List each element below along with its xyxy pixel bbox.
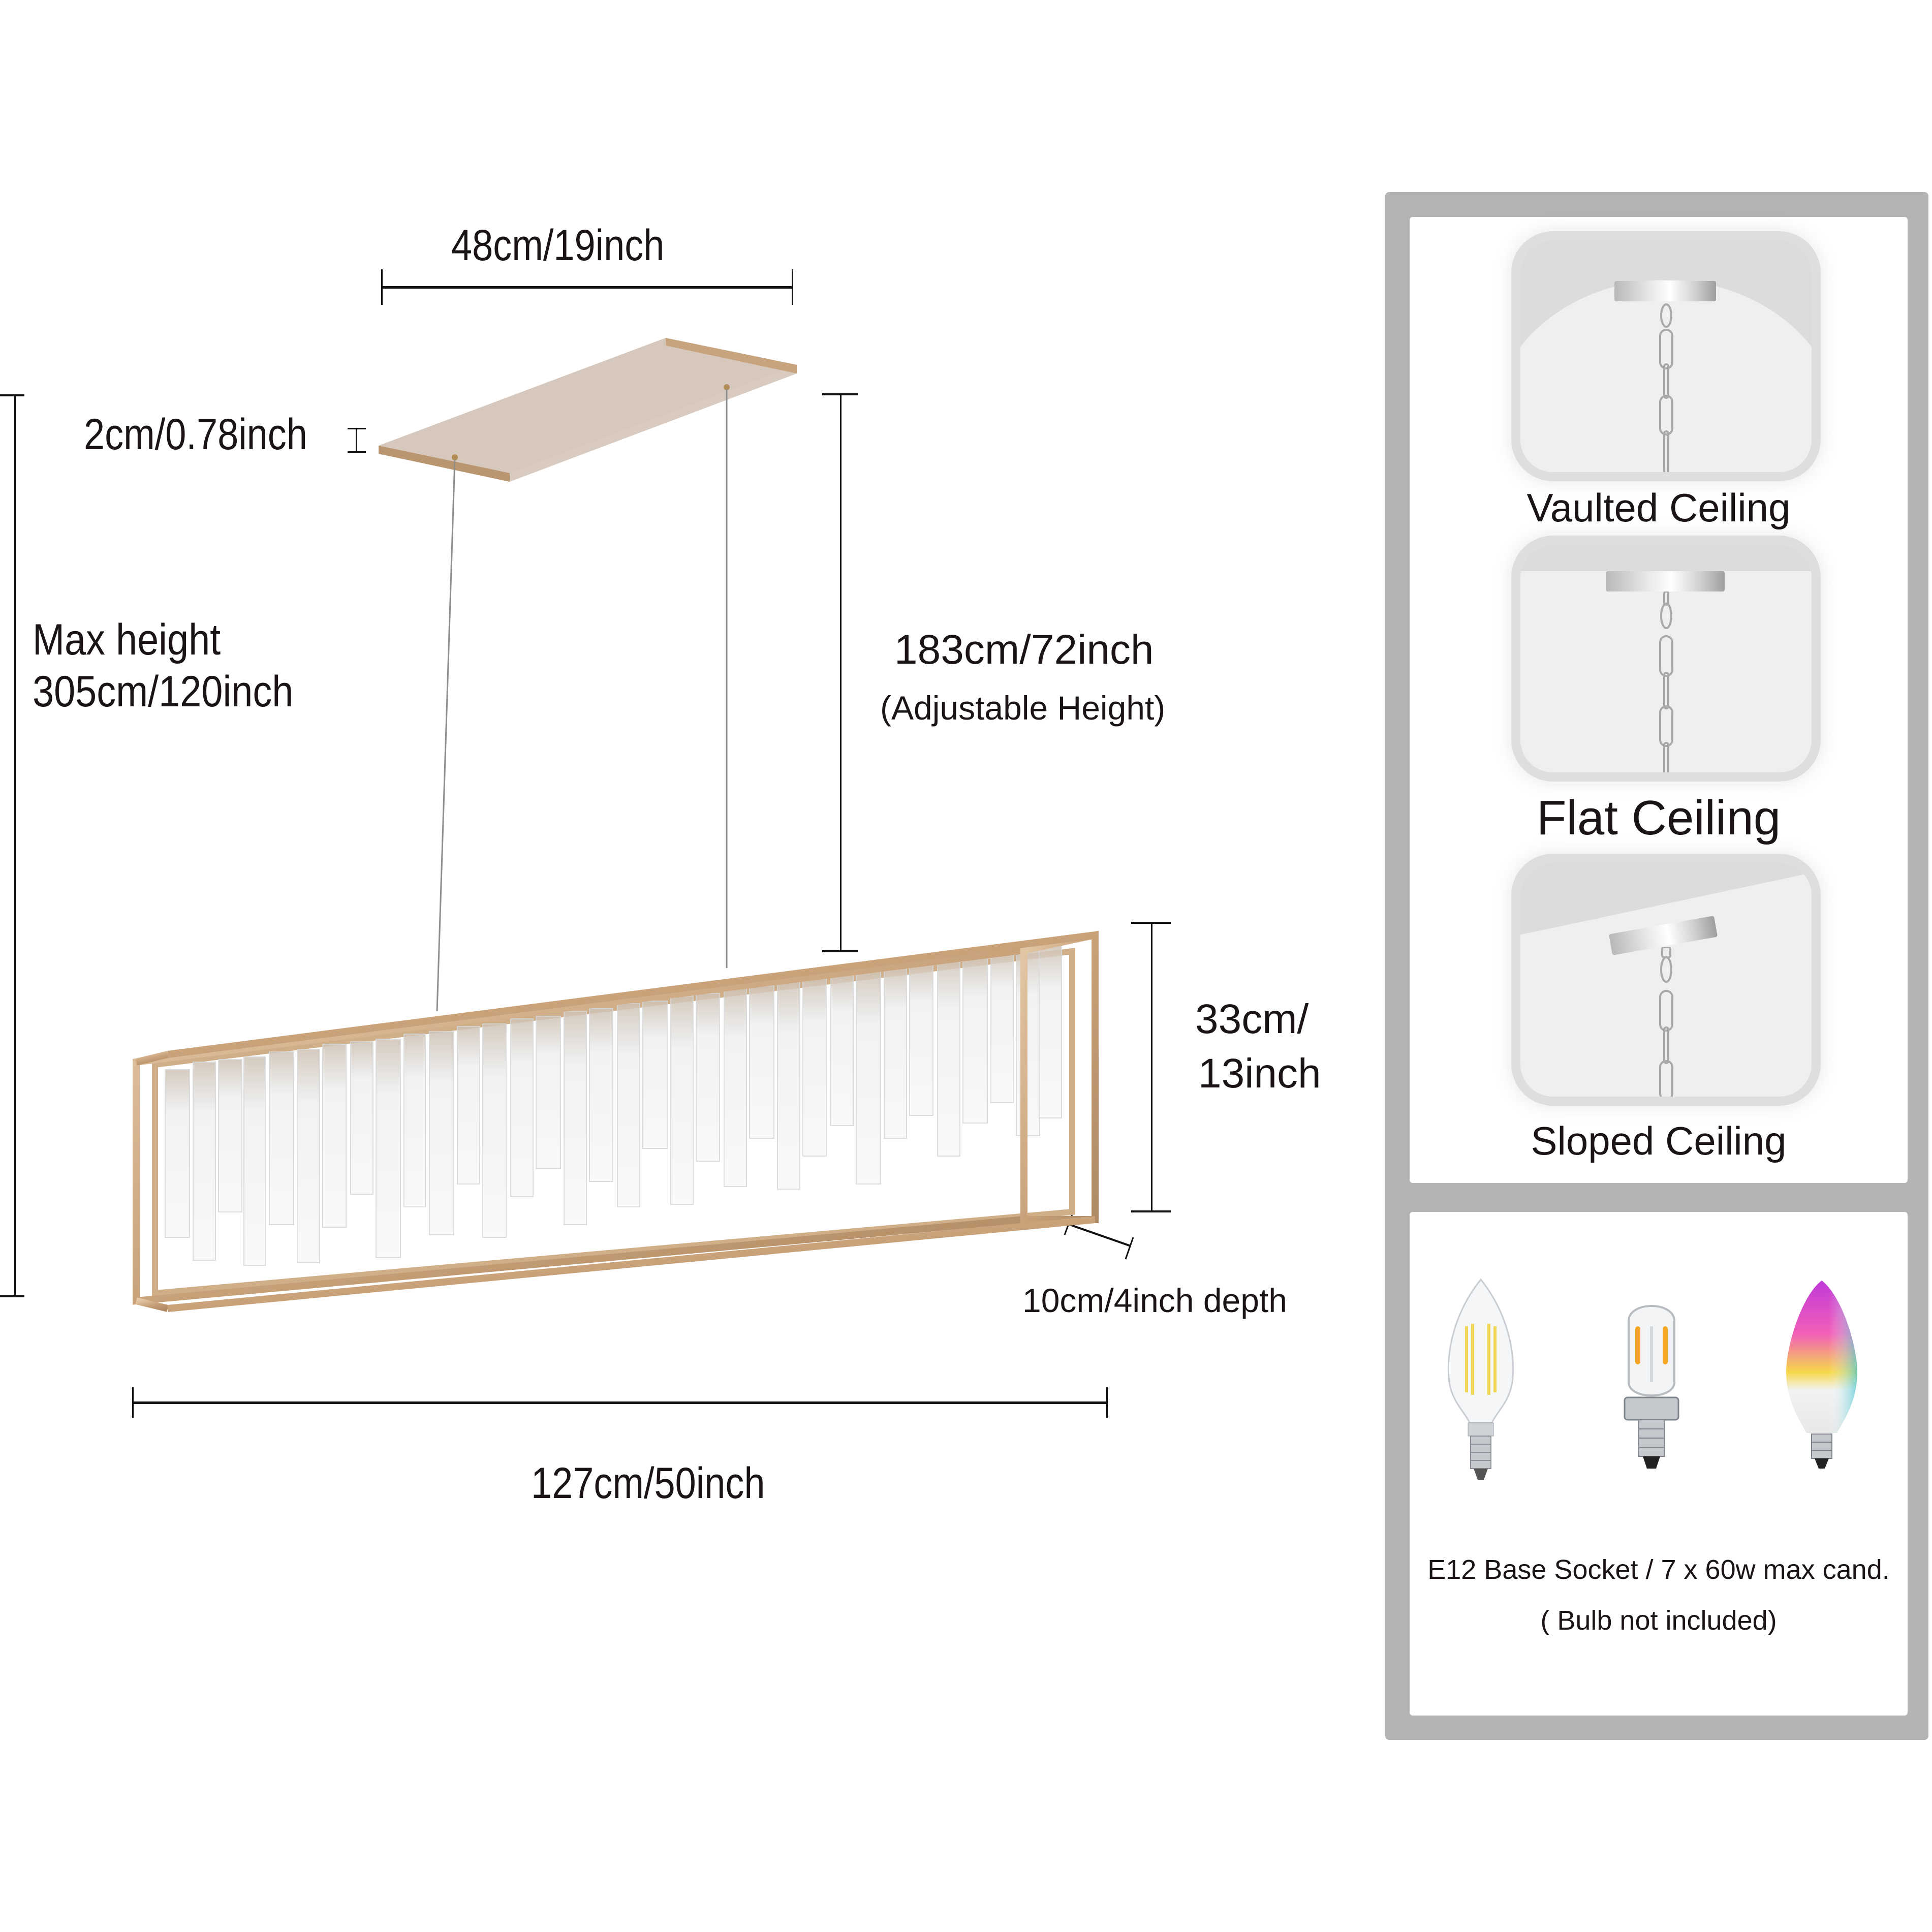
vaulted-ceiling-chain-icon [1520, 240, 1812, 472]
depth-label: 10cm/4inch depth [1022, 1282, 1288, 1319]
tubular-filament-bulb-icon [1624, 1305, 1679, 1469]
vaulted-ceiling-label: Vaulted Ceiling [1526, 485, 1791, 530]
candelabra-filament-bulb-icon [1447, 1278, 1514, 1480]
fixture-length-label: 127cm/50inch [531, 1459, 765, 1508]
sloped-ceiling-chain-icon [1520, 863, 1812, 1097]
chandelier-illustration [133, 338, 1099, 1312]
bulb-not-included-note: ( Bulb not included) [1540, 1605, 1777, 1636]
glass-crystal-strips [165, 945, 1062, 1266]
bulb-spec-text: E12 Base Socket / 7 x 60w max cand. [1427, 1554, 1890, 1585]
rgb-smart-candle-bulb-icon [1786, 1281, 1857, 1469]
max-height-label-line2: 305cm/120inch [33, 667, 294, 716]
product-diagram: 48cm/19inch 2cm/0.78inch Max height 305c… [0, 221, 1321, 1508]
gold-frame [133, 930, 1099, 1312]
max-height-label-line1: Max height [33, 615, 221, 664]
sloped-ceiling-label: Sloped Ceiling [1531, 1118, 1787, 1163]
fixture-height-label-line1: 33cm/ [1195, 996, 1309, 1042]
ceiling-canopy [379, 338, 797, 482]
adjustable-height-note: (Adjustable Height) [880, 689, 1166, 727]
canopy-length-label: 48cm/19inch [451, 221, 665, 270]
adjustable-height-label: 183cm/72inch [894, 627, 1154, 673]
flat-ceiling-chain-icon [1520, 545, 1812, 772]
flat-ceiling-label: Flat Ceiling [1536, 791, 1781, 845]
canopy-thickness-label: 2cm/0.78inch [84, 410, 307, 459]
fixture-height-label-line2: 13inch [1198, 1050, 1321, 1097]
